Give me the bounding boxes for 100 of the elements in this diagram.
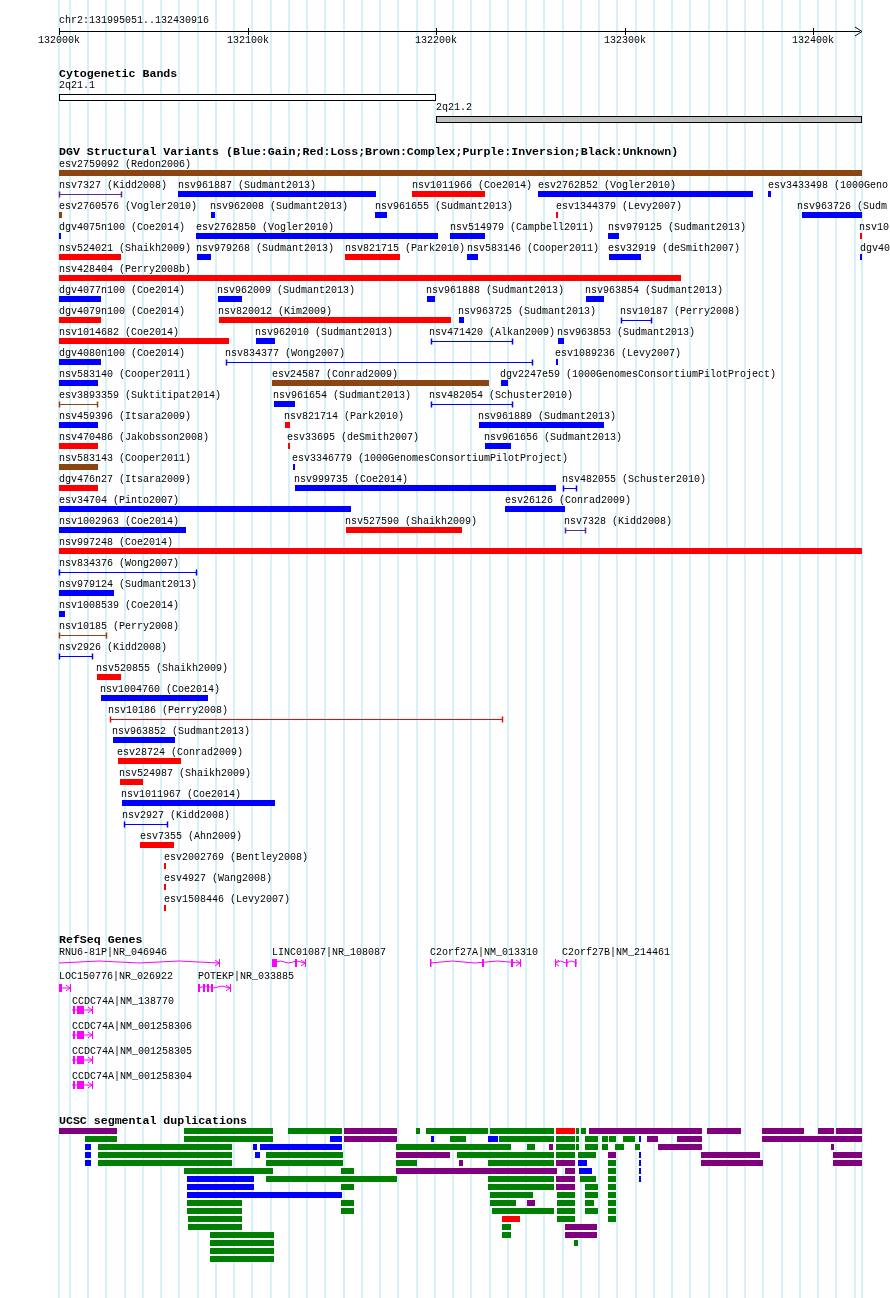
variant-label: nsv514979 (Campbell2011)	[450, 222, 595, 234]
variant-label: nsv1008539 (Coe2014)	[59, 600, 180, 612]
variant-label: nsv961655 (Sudmant2013)	[375, 201, 514, 213]
variant-label: esv4927 (Wang2008)	[164, 873, 273, 885]
variant-label: nsv10	[859, 222, 889, 234]
variant-label: nsv520855 (Shaikh2009)	[96, 663, 229, 675]
variant-label: esv34704 (Pinto2007)	[59, 495, 180, 507]
variant-label: esv28724 (Conrad2009)	[117, 747, 244, 759]
variant-label: nsv979268 (Sudmant2013)	[196, 243, 335, 255]
variant-label: nsv482054 (Schuster2010)	[429, 390, 574, 402]
variant-label: nsv1002963 (Coe2014)	[59, 516, 180, 528]
variant-label: nsv524021 (Shaikh2009)	[59, 243, 192, 255]
variant-label: esv1089236 (Levy2007)	[555, 348, 682, 360]
variant-label: nsv962008 (Sudmant2013)	[210, 201, 349, 213]
variant-label: nsv583143 (Cooper2011)	[59, 453, 192, 465]
variant-label: nsv834376 (Wong2007)	[59, 558, 180, 570]
variant-label: nsv2926 (Kidd2008)	[59, 642, 168, 654]
variant-label: nsv963854 (Sudmant2013)	[585, 285, 724, 297]
variant-label: esv32919 (deSmith2007)	[608, 243, 741, 255]
tick-label: 132000k	[38, 35, 80, 47]
variant-label: esv1508446 (Levy2007)	[164, 894, 291, 906]
variant-label: nsv963726 (Sudm	[797, 201, 887, 213]
variant-label: dgv4075n100 (Coe2014)	[59, 222, 186, 234]
variant-label: nsv961887 (Sudmant2013)	[178, 180, 317, 192]
variant-label: nsv961888 (Sudmant2013)	[426, 285, 565, 297]
band-label: 2q21.1	[59, 80, 95, 92]
band-label: 2q21.2	[436, 102, 472, 114]
variant-label: nsv10187 (Perry2008)	[620, 306, 741, 318]
variant-label: esv1344379 (Levy2007)	[556, 201, 683, 213]
variant-label: nsv963725 (Sudmant2013)	[458, 306, 597, 318]
variant-label: nsv997248 (Coe2014)	[59, 537, 174, 549]
variant-label: nsv7328 (Kidd2008)	[564, 516, 673, 528]
variant-label: esv7355 (Ahn2009)	[140, 831, 243, 843]
tick-label: 132400k	[792, 35, 834, 47]
track-title: Cytogenetic Bands	[59, 68, 178, 80]
variant-label: nsv428404 (Perry2008b)	[59, 264, 192, 276]
variant-label: nsv1014682 (Coe2014)	[59, 327, 180, 339]
variant-label: nsv7327 (Kidd2008)	[59, 180, 168, 192]
tick-label: 132300k	[604, 35, 646, 47]
variant-label: nsv961889 (Sudmant2013)	[478, 411, 617, 423]
variant-label: nsv821714 (Park2010)	[284, 411, 405, 423]
variant-label: esv2762852 (Vogler2010)	[538, 180, 677, 192]
variant-label: dgv4077n100 (Coe2014)	[59, 285, 186, 297]
variant-label: esv2760576 (Vogler2010)	[59, 201, 198, 213]
variant-label: nsv2927 (Kidd2008)	[122, 810, 231, 822]
variant-label: nsv527590 (Shaikh2009)	[345, 516, 478, 528]
variant-label: esv2759092 (Redon2006)	[59, 159, 192, 171]
variant-label: nsv962009 (Sudmant2013)	[217, 285, 356, 297]
variant-label: nsv963853 (Sudmant2013)	[557, 327, 696, 339]
variant-label: dgv476n27 (Itsara2009)	[59, 474, 192, 486]
variant-label: nsv583146 (Cooper2011)	[467, 243, 600, 255]
variant-label: nsv10185 (Perry2008)	[59, 621, 180, 633]
gene-label: CCDC74A|NM_138770	[72, 996, 175, 1008]
variant-label: nsv471420 (Alkan2009)	[429, 327, 556, 339]
variant-label: esv3433498 (1000Geno	[768, 180, 889, 192]
variant-label: esv2002769 (Bentley2008)	[164, 852, 309, 864]
gene-label: CCDC74A|NM_001258305	[72, 1046, 193, 1058]
variant-label: esv24587 (Conrad2009)	[272, 369, 399, 381]
variant-label: nsv524987 (Shaikh2009)	[119, 768, 252, 780]
variant-label: nsv482055 (Schuster2010)	[562, 474, 707, 486]
variant-label: dgv40	[860, 243, 890, 255]
variant-label: nsv961656 (Sudmant2013)	[484, 432, 623, 444]
variant-label: nsv583140 (Cooper2011)	[59, 369, 192, 381]
gene-label: CCDC74A|NM_001258306	[72, 1021, 193, 1033]
variant-label: esv3893359 (Suktitipat2014)	[59, 390, 222, 402]
variant-label: nsv1011967 (Coe2014)	[121, 789, 242, 801]
variant-label: nsv459396 (Itsara2009)	[59, 411, 192, 423]
variant-label: nsv962010 (Sudmant2013)	[255, 327, 394, 339]
variant-label: dgv2247e59 (1000GenomesConsortiumPilotProject)	[500, 369, 777, 381]
coordinate-label: chr2:131995051..132430916	[59, 15, 210, 27]
variant-label: esv26126 (Conrad2009)	[505, 495, 632, 507]
variant-label: nsv10186 (Perry2008)	[108, 705, 229, 717]
variant-label: nsv961654 (Sudmant2013)	[273, 390, 412, 402]
track-title: DGV Structural Variants (Blue:Gain;Red:Loss;Brown:Complex;Purple:Inversion;Black:Unknown)	[59, 146, 679, 158]
variant-label: nsv979125 (Sudmant2013)	[608, 222, 747, 234]
track-title: RefSeq Genes	[59, 934, 143, 946]
variant-label: esv2762850 (Vogler2010)	[196, 222, 335, 234]
gene-label: LOC150776|NR_026922	[59, 971, 174, 983]
variant-label: nsv979124 (Sudmant2013)	[59, 579, 198, 591]
tick-label: 132100k	[227, 35, 269, 47]
variant-label: nsv834377 (Wong2007)	[225, 348, 346, 360]
gene-label: POTEKP|NR_033885	[198, 971, 294, 983]
gene-label: LINC01087|NR_108087	[272, 947, 387, 959]
variant-label: esv33695 (deSmith2007)	[287, 432, 420, 444]
variant-label: esv3346779 (1000GenomesConsortiumPilotProject)	[292, 453, 569, 465]
gene-label: RNU6-81P|NR_046946	[59, 947, 168, 959]
gene-label: C2orf27B|NM_214461	[562, 947, 671, 959]
variant-label: dgv4080n100 (Coe2014)	[59, 348, 186, 360]
variant-label: nsv999735 (Coe2014)	[294, 474, 409, 486]
variant-label: dgv4079n100 (Coe2014)	[59, 306, 186, 318]
variant-label: nsv963852 (Sudmant2013)	[112, 726, 251, 738]
variant-label: nsv1004760 (Coe2014)	[100, 684, 221, 696]
variant-label: nsv1011966 (Coe2014)	[412, 180, 533, 192]
variant-label: nsv820012 (Kim2009)	[218, 306, 333, 318]
track-title: UCSC segmental duplications	[59, 1115, 247, 1127]
gene-label: C2orf27A|NM_013310	[430, 947, 539, 959]
variant-label: nsv470486 (Jakobsson2008)	[59, 432, 210, 444]
gene-label: CCDC74A|NM_001258304	[72, 1071, 193, 1083]
variant-label: nsv821715 (Park2010)	[345, 243, 466, 255]
tick-label: 132200k	[415, 35, 457, 47]
